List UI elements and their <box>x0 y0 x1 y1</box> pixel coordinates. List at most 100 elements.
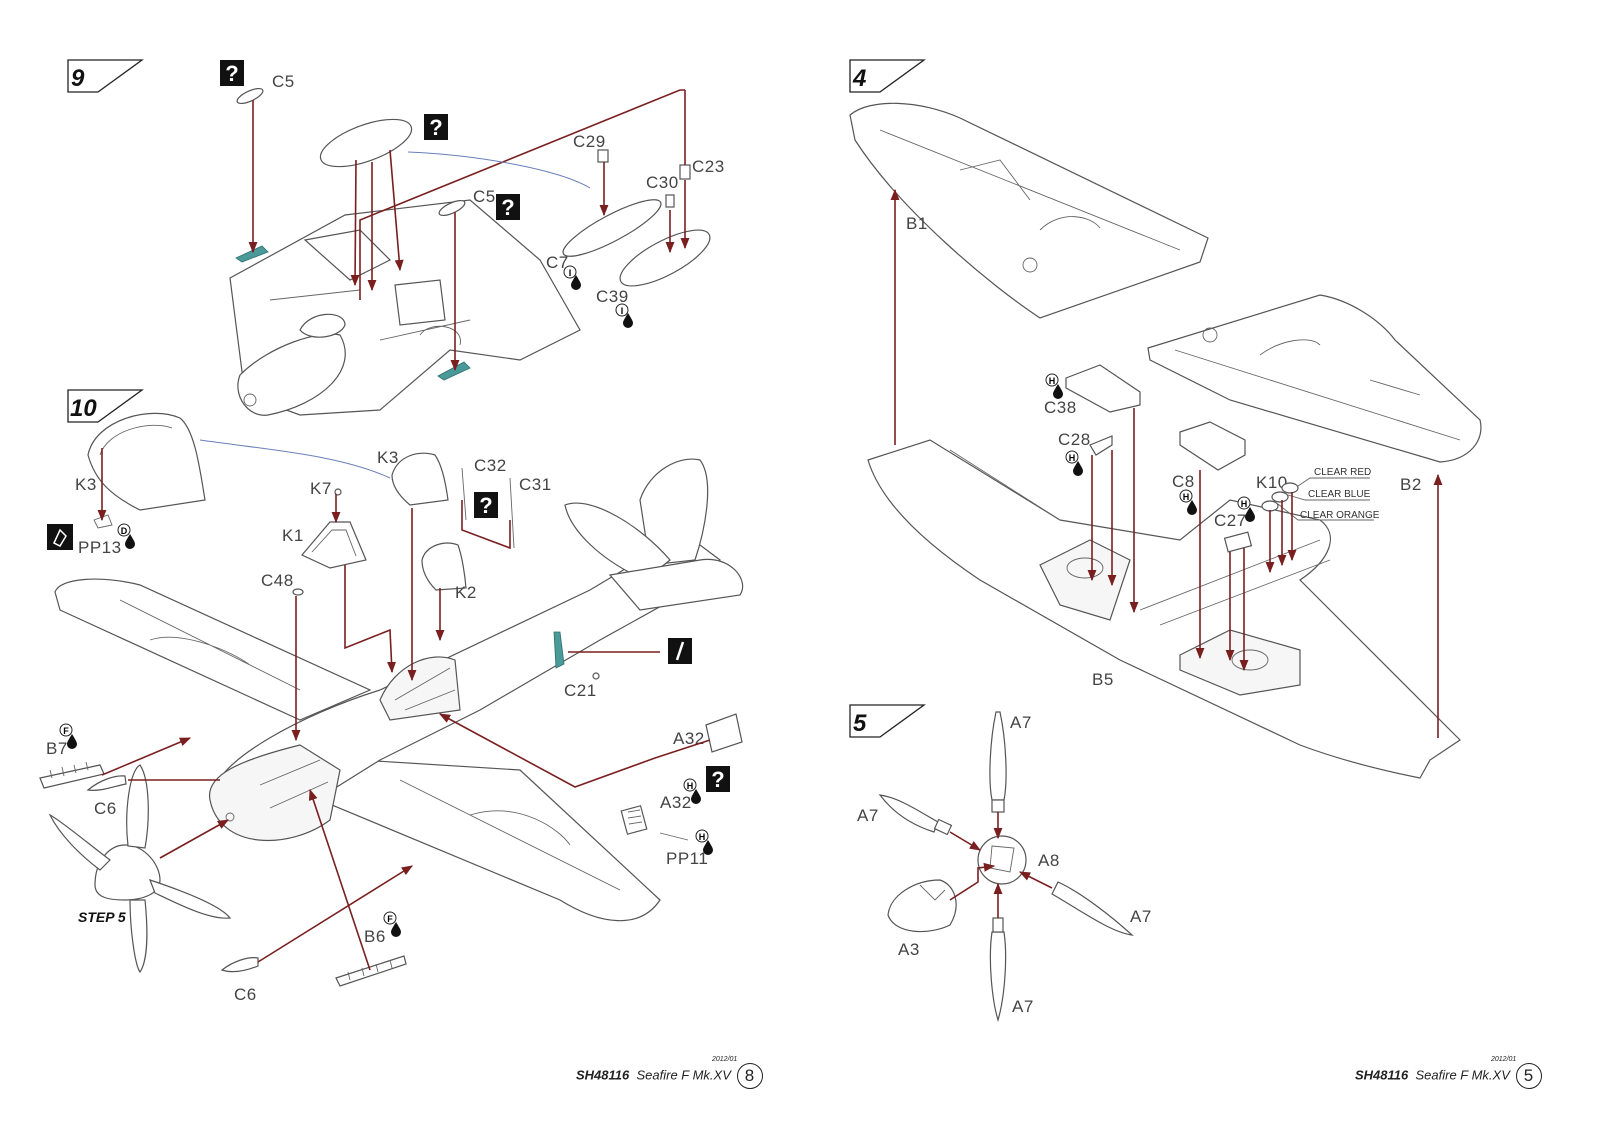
footer-left: SH48116 Seafire F Mk.XV 2012/01 8 <box>576 1056 763 1089</box>
svg-text:A3: A3 <box>898 940 920 959</box>
svg-text:K2: K2 <box>455 583 477 602</box>
svg-text:K3: K3 <box>377 448 399 467</box>
step-5: 5 A7 A7 A7 A7 A8 A3 <box>849 704 1152 1023</box>
part-c6-lower: C6 <box>220 957 259 1004</box>
step-9-number: 9 <box>71 65 85 92</box>
svg-text:C23: C23 <box>692 157 725 176</box>
part-k10-lights: K10 CLEAR RED CLEAR BLUE CLEAR ORANGE <box>1256 467 1380 521</box>
product-name: Seafire F Mk.XV <box>636 1067 731 1083</box>
svg-text:A7: A7 <box>1130 907 1152 926</box>
part-label-c5: C5 <box>272 72 295 91</box>
oval-plate-part <box>319 118 413 168</box>
part-c27: C27 H <box>1214 496 1255 553</box>
svg-text:A7: A7 <box>1012 997 1034 1016</box>
fuselage-underside-drawing <box>229 199 581 416</box>
svg-text:C21: C21 <box>564 681 597 700</box>
svg-text:C32: C32 <box>474 456 507 475</box>
part-k3-canopy-large: K3 <box>75 412 206 511</box>
svg-text:PP11: PP11 <box>666 849 708 868</box>
part-c7: C7 I <box>546 199 662 290</box>
part-b7: B7 F <box>39 723 105 789</box>
page-number: 5 <box>1515 1063 1542 1089</box>
svg-text:B2: B2 <box>1400 475 1422 494</box>
part-c38: C38 H <box>1044 364 1141 417</box>
step-4: 4 B1 B2 B5 C38 <box>849 59 1482 779</box>
clear-orange-label: CLEAR ORANGE <box>1300 510 1380 521</box>
paint-mark-h: H <box>1069 453 1076 463</box>
no-glue-icon <box>668 638 692 664</box>
svg-text:A7: A7 <box>857 806 879 825</box>
question-mark-icon <box>706 766 730 792</box>
part-pp11: PP11 H <box>659 829 713 868</box>
part-a32-panel: A32 <box>673 713 743 753</box>
svg-text:A32: A32 <box>673 729 705 748</box>
part-k3-small: K3 <box>377 448 449 506</box>
product-code: SH48116 <box>1355 1067 1409 1083</box>
part-b6: B6 F <box>335 911 407 987</box>
part-a32-grille: A32 H <box>620 778 701 835</box>
part-pp13: PP13 D <box>78 514 135 557</box>
assembly-arrows-step-5 <box>949 812 1053 918</box>
page-number: 8 <box>736 1063 763 1089</box>
svg-text:C31: C31 <box>519 475 552 494</box>
svg-text:C6: C6 <box>234 985 257 1004</box>
part-c6-upper: C6 <box>86 775 127 818</box>
svg-text:K10: K10 <box>1256 473 1288 492</box>
edition-year: 2012/01 <box>1491 1056 1517 1063</box>
step-5-flag: 5 <box>849 704 926 738</box>
question-mark-icon <box>496 194 520 220</box>
part-b2-upper-right-wing: B2 <box>1147 294 1482 494</box>
question-mark-icon <box>474 492 498 518</box>
part-c21: C21 <box>564 672 600 700</box>
part-c48: C48 <box>261 571 304 596</box>
svg-text:C30: C30 <box>646 173 679 192</box>
assembly-arrows-step-9 <box>248 89 690 372</box>
svg-text:PP13: PP13 <box>78 538 122 557</box>
part-b5-lower-wing: B5 <box>867 439 1461 779</box>
step-10-number: 10 <box>70 395 97 422</box>
step-5-number: 5 <box>853 710 867 737</box>
paint-mark-h: H <box>1241 499 1248 509</box>
clear-blue-label: CLEAR BLUE <box>1308 489 1371 500</box>
part-c31: C31 <box>509 475 552 549</box>
paint-mark-h: H <box>687 781 694 791</box>
svg-text:C6: C6 <box>94 799 117 818</box>
part-c32: C32 <box>461 456 507 521</box>
part-k2: K2 <box>421 542 477 602</box>
clear-red-label: CLEAR RED <box>1314 467 1371 478</box>
svg-text:B1: B1 <box>906 214 928 233</box>
paint-mark-f: F <box>387 914 393 924</box>
svg-text:B7: B7 <box>46 739 68 758</box>
assembly-arrows-step-10 <box>97 439 711 971</box>
svg-text:C7: C7 <box>546 253 569 272</box>
svg-text:K7: K7 <box>310 479 332 498</box>
part-b1-upper-left-wing: B1 <box>849 102 1209 319</box>
paint-mark-h: H <box>1183 492 1190 502</box>
step-5-reference: STEP 5 <box>78 909 126 925</box>
aircraft-main-drawing <box>48 458 744 974</box>
product-code: SH48116 <box>576 1067 630 1083</box>
svg-text:C29: C29 <box>573 132 606 151</box>
svg-text:C27: C27 <box>1214 511 1247 530</box>
svg-text:C48: C48 <box>261 571 294 590</box>
step-10-flag: 10 <box>67 389 144 423</box>
part-k7: K7 <box>310 479 342 498</box>
part-c5-mid: C5 <box>438 187 495 217</box>
part-c5-top: C5 <box>236 72 295 105</box>
propeller-drawing <box>48 764 232 974</box>
footer-right: SH48116 Seafire F Mk.XV 2012/01 5 <box>1355 1056 1542 1089</box>
step-4-flag: 4 <box>849 59 926 93</box>
paint-mark-i: I <box>569 268 572 278</box>
part-c23: C23 <box>679 157 725 180</box>
part-c8: C8 H <box>1172 421 1246 515</box>
part-c28: C28 H <box>1058 430 1113 476</box>
svg-text:C28: C28 <box>1058 430 1091 449</box>
part-k1: K1 <box>282 521 367 569</box>
propeller-assembly-drawing: A7 A7 A7 A7 A8 A3 <box>857 711 1152 1023</box>
svg-text:B5: B5 <box>1092 670 1114 689</box>
paint-mark-i: I <box>621 306 624 316</box>
paint-mark-h: H <box>1049 376 1056 386</box>
step-4-number: 4 <box>852 65 866 92</box>
question-mark-icon <box>220 60 244 86</box>
